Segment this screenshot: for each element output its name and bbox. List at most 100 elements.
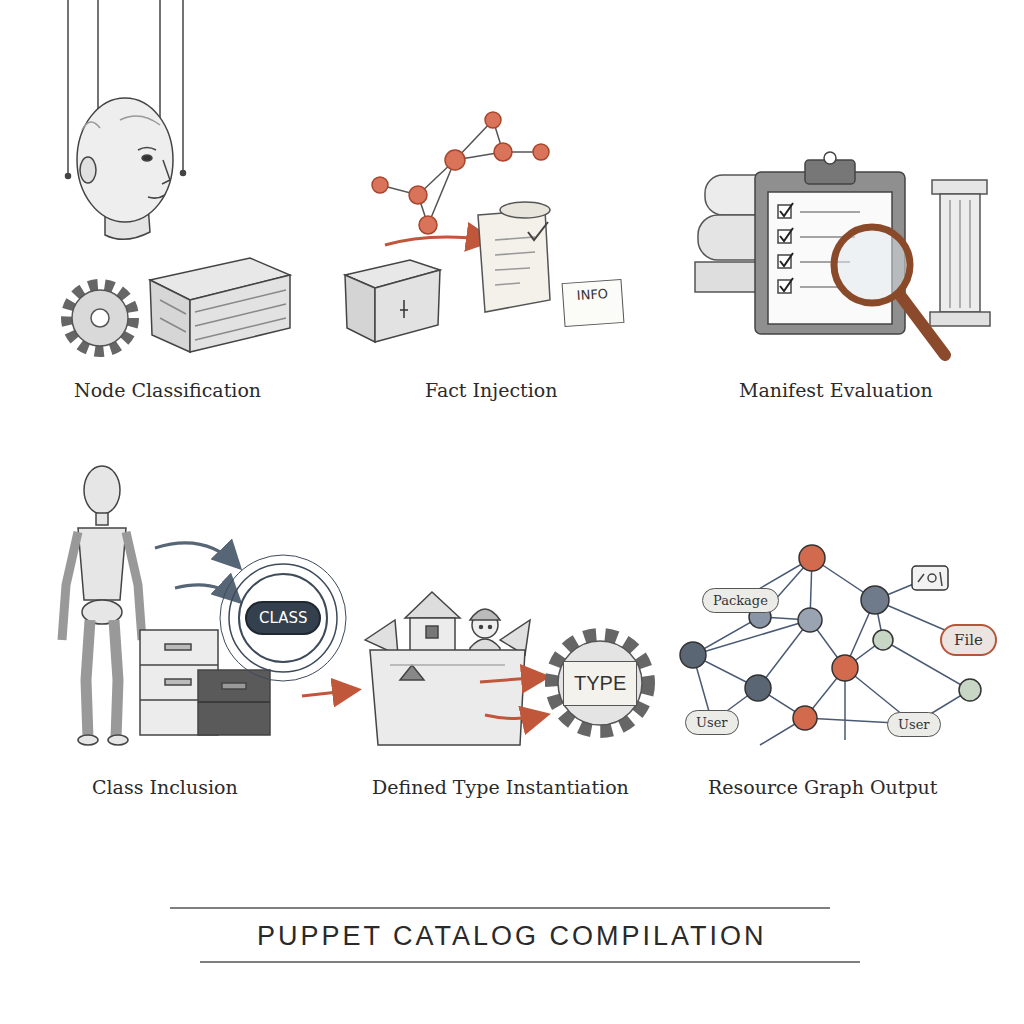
- node-text: INFO: [571, 286, 614, 304]
- sketch-path: [400, 300, 408, 318]
- title-rule: [170, 907, 830, 909]
- sketch-circle: [181, 171, 186, 176]
- graph-dots: [680, 545, 981, 730]
- sketch-ellipse: [500, 202, 550, 218]
- sketch-polygon: [375, 270, 440, 342]
- panel-caption: Manifest Evaluation: [739, 379, 933, 401]
- sketch-line: [67, 0, 69, 175]
- sketch-path: [86, 620, 90, 738]
- sketch-rect: [165, 679, 191, 685]
- sketch-circle: [72, 290, 128, 346]
- sketch-path: [390, 664, 505, 666]
- sketch-circle: [419, 216, 437, 234]
- flow-arrow: [485, 715, 545, 719]
- sketch-path: [82, 116, 160, 130]
- node-text: File: [954, 631, 983, 649]
- sketch-circle: [745, 675, 771, 701]
- sketch-circle: [66, 174, 71, 179]
- sketch-path: [950, 200, 970, 308]
- sketch-polygon: [400, 665, 424, 680]
- panel-caption: Node Classification: [74, 379, 261, 401]
- sketch-circle: [67, 285, 133, 351]
- sketch-line: [900, 295, 945, 355]
- sketch-circle: [91, 309, 109, 327]
- flow-arrow: [480, 677, 545, 682]
- sketch-path: [114, 620, 118, 738]
- node-text: TYPE: [574, 672, 626, 695]
- open-box: [365, 620, 530, 745]
- puppet-head: [66, 0, 186, 239]
- sketch-path: [138, 148, 156, 151]
- sketch-circle: [445, 150, 465, 170]
- sketch-path: [918, 572, 942, 586]
- node-text: User: [898, 717, 930, 732]
- sketch-circle: [793, 706, 817, 730]
- sketch-path: [62, 532, 78, 640]
- sketch-rect: [940, 194, 980, 312]
- sketch-ellipse: [108, 735, 128, 745]
- chest: [345, 260, 440, 342]
- panel-caption: Fact Injection: [425, 379, 557, 401]
- sketch-path: [478, 210, 550, 312]
- sketch-polygon: [190, 275, 290, 352]
- title-rule: [200, 961, 860, 963]
- flow-arrow: [302, 690, 356, 696]
- sketch-circle: [832, 655, 858, 681]
- sketch-ellipse: [78, 735, 98, 745]
- sketch-circle: [558, 641, 642, 725]
- sketch-rect: [165, 644, 191, 650]
- sketch-circle: [873, 630, 893, 650]
- info-sheet: INFO: [562, 279, 625, 327]
- magnifier: [834, 227, 945, 355]
- sketch-circle: [480, 626, 483, 629]
- panel-caption: Resource Graph Output: [708, 776, 938, 798]
- gear: [67, 285, 133, 351]
- sketch-ellipse: [77, 98, 173, 222]
- house: [405, 592, 460, 658]
- sketch-path: [78, 528, 126, 600]
- class-badge: CLASS: [245, 601, 321, 635]
- resource-oval: User: [887, 712, 941, 737]
- sketch-path: [495, 237, 535, 285]
- sketch-polygon: [405, 592, 460, 618]
- node-text: CLASS: [259, 609, 307, 627]
- sketch-circle: [533, 144, 549, 160]
- sketch-circle: [798, 608, 822, 632]
- sketch-circle: [494, 143, 512, 161]
- sketch-circle: [489, 626, 492, 629]
- sketch-polygon: [370, 650, 525, 745]
- crate: [150, 258, 290, 352]
- resource-oval: Package: [702, 588, 779, 613]
- gear: [552, 635, 648, 731]
- scroll: [478, 202, 550, 312]
- column: [930, 180, 990, 326]
- sketch-rect: [930, 312, 990, 326]
- sketch-path: [470, 609, 500, 620]
- resource-oval: File: [940, 624, 997, 656]
- sketch-circle: [220, 555, 346, 681]
- panel-caption: Class Inclusion: [92, 776, 238, 798]
- sketch-circle: [409, 186, 427, 204]
- sketch-circle: [799, 545, 825, 571]
- fact-dots: [372, 112, 549, 234]
- class-rings: [220, 555, 346, 681]
- sketch-ellipse: [84, 466, 120, 514]
- sketch-path: [126, 532, 142, 640]
- type-card: TYPE: [563, 661, 637, 706]
- sketch-rect: [426, 626, 438, 638]
- sketch-rect: [96, 513, 108, 525]
- sketch-circle: [861, 586, 889, 614]
- sketch-path: [160, 290, 286, 340]
- sketch-rect: [222, 683, 246, 689]
- sketch-path: [148, 195, 165, 198]
- sketch-circle: [834, 227, 910, 303]
- sketch-circle: [372, 177, 388, 193]
- sketch-circle: [485, 112, 501, 128]
- sketch-circle: [239, 574, 327, 662]
- mannequin: [62, 466, 142, 745]
- sketch-path: [198, 701, 270, 703]
- sketch-circle: [229, 564, 337, 672]
- sketch-rect: [912, 566, 948, 590]
